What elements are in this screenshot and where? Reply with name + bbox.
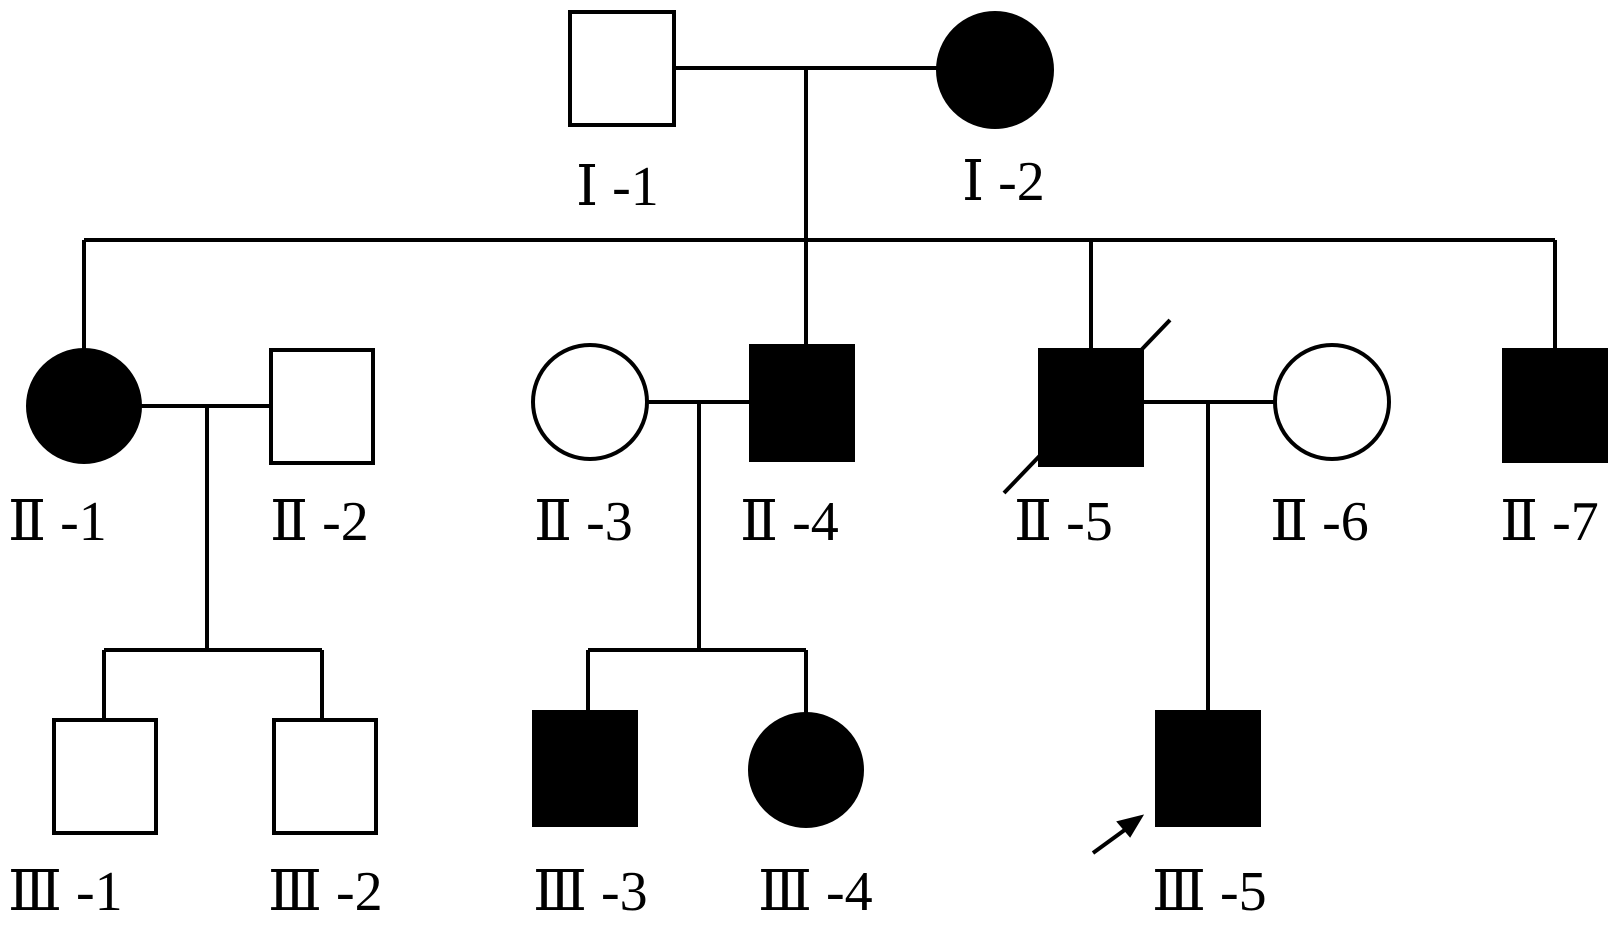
individual-III-3-symbol: [532, 710, 638, 827]
individual-III-4-label: Ⅲ -4: [758, 861, 873, 923]
individual-I-1-label: Ⅰ -1: [576, 156, 659, 218]
individual-III-5-symbol: [1155, 710, 1261, 827]
deceased-slash-II-5: [1002, 318, 1172, 495]
pedigree-lines: [82, 66, 1557, 720]
individual-III-1-symbol: [52, 718, 158, 835]
individual-II-3-label: Ⅱ -3: [534, 491, 633, 553]
individual-II-6-symbol: [1273, 343, 1391, 461]
generation-I: Ⅰ -1 Ⅰ -2: [568, 10, 1054, 218]
individual-III-5-label: Ⅲ -5: [1152, 861, 1267, 923]
individual-II-2-symbol: [269, 348, 375, 465]
individual-II-4-symbol: [749, 344, 855, 462]
proband-arrow-icon: [1091, 814, 1145, 855]
individual-I-2-label: Ⅰ -2: [962, 151, 1045, 213]
individual-II-7-label: Ⅱ -7: [1500, 491, 1599, 553]
individual-III-2-symbol: [272, 718, 378, 835]
individual-II-7-symbol: [1502, 348, 1608, 463]
individual-II-1-label: Ⅱ -1: [8, 491, 107, 553]
individual-III-2-label: Ⅲ -2: [268, 861, 383, 923]
generation-III: Ⅲ -1 Ⅲ -2 Ⅲ -3 Ⅲ -4 Ⅲ -5: [8, 710, 1267, 923]
individual-II-5-label: Ⅱ -5: [1014, 491, 1113, 553]
individual-II-6-label: Ⅱ -6: [1270, 491, 1369, 553]
individual-I-1-symbol: [568, 10, 676, 127]
generation-II: Ⅱ -1 Ⅱ -2 Ⅱ -3 Ⅱ -4 Ⅱ -5 Ⅱ -6 Ⅱ -7: [8, 318, 1608, 553]
individual-III-3-label: Ⅲ -3: [533, 861, 648, 923]
individual-II-1-symbol: [26, 348, 142, 464]
individual-I-2-symbol: [936, 11, 1054, 129]
individual-II-3-symbol: [531, 343, 649, 461]
individual-III-4-symbol: [748, 712, 864, 828]
individual-III-1-label: Ⅲ -1: [8, 861, 123, 923]
individual-II-2-label: Ⅱ -2: [270, 491, 369, 553]
individual-II-4-label: Ⅱ -4: [740, 491, 839, 553]
